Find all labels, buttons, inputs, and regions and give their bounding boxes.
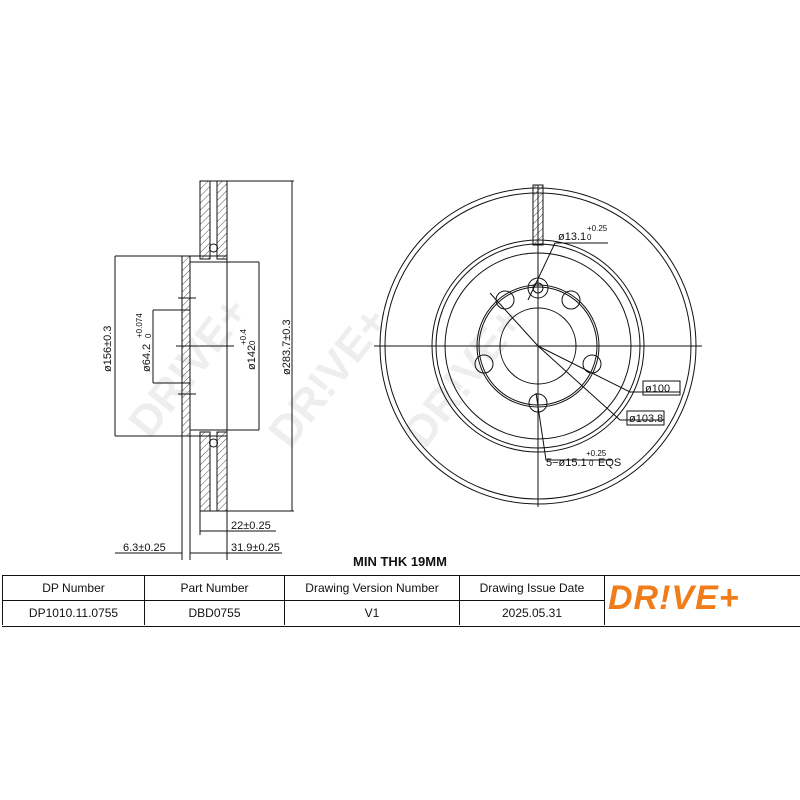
svg-text:DR!VE+: DR!VE+ <box>394 298 533 456</box>
side-section-view <box>114 180 294 560</box>
svg-text:0: 0 <box>248 340 257 345</box>
value-dp-number: DP1010.11.0755 <box>2 601 145 625</box>
svg-text:+0.074: +0.074 <box>135 313 144 338</box>
dim-31-9: 31.9±0.25 <box>231 542 280 554</box>
svg-text:0: 0 <box>589 459 594 468</box>
dim-6-3: 6.3±0.25 <box>123 542 166 554</box>
value-issue-date: 2025.05.31 <box>460 601 605 625</box>
dim-64-2: ø64.2 <box>141 344 153 372</box>
header-drawing-version: Drawing Version Number <box>285 576 460 601</box>
min-thickness-label: MIN THK 19MM <box>353 554 447 569</box>
svg-text:EQS: EQS <box>598 457 621 469</box>
header-dp-number: DP Number <box>2 576 145 601</box>
front-view <box>374 184 702 507</box>
dim-bolt-holes: 5−ø15.1 <box>546 457 587 469</box>
header-part-number: Part Number <box>145 576 285 601</box>
dim-22: 22±0.25 <box>231 520 271 532</box>
watermark: DR!VE+ DR!VE+ DR!VE+ <box>119 288 533 456</box>
dim-100: ø100 <box>645 383 670 395</box>
dim-103-8: ø103.8 <box>629 413 663 425</box>
svg-text:+0.25: +0.25 <box>587 224 608 233</box>
dim-142: ø142 <box>246 345 258 370</box>
header-issue-date: Drawing Issue Date <box>460 576 605 601</box>
svg-text:+0.4: +0.4 <box>239 329 248 345</box>
svg-text:+0.25: +0.25 <box>586 449 607 458</box>
value-part-number: DBD0755 <box>145 601 285 625</box>
title-block: DP Number Part Number Drawing Version Nu… <box>2 575 800 627</box>
svg-text:0: 0 <box>587 233 592 242</box>
dim-283-7: ø283.7±0.3 <box>281 319 293 375</box>
dim-13-1: ø13.1 <box>558 231 586 243</box>
drive-plus-logo: DR!VE+ <box>608 579 740 617</box>
dim-156: ø156±0.3 <box>102 326 114 372</box>
value-drawing-version: V1 <box>285 601 460 625</box>
svg-text:0: 0 <box>144 333 153 338</box>
